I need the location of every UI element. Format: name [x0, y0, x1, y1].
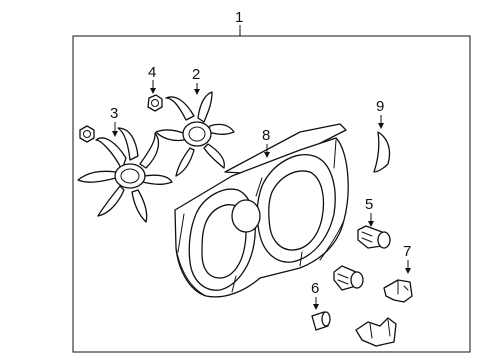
callout-9-label: 9: [376, 98, 384, 115]
seal-part-9: [373, 131, 391, 173]
nut-part-4: [147, 94, 163, 112]
fan-shroud-part-8: [174, 123, 349, 298]
assembly-frame: [72, 35, 471, 353]
callout-3-label: 3: [110, 105, 118, 122]
callout-4-label: 4: [148, 64, 156, 81]
sensor-part-5: [357, 225, 391, 249]
callout-8: 8: [262, 127, 270, 158]
bushing-part-6: [311, 311, 331, 331]
callout-1-label: 1: [235, 9, 243, 26]
fan-blade-part-2: [155, 91, 235, 177]
callout-5-label: 5: [365, 196, 373, 213]
callout-8-label: 8: [262, 127, 270, 144]
callout-4: 4: [148, 64, 156, 94]
callout-6-label: 6: [311, 280, 319, 297]
callout-6: 6: [311, 280, 319, 310]
bracket-part-7a: [383, 279, 413, 303]
sensor-part-5b: [333, 265, 364, 291]
fan-blade-part-3: [77, 127, 173, 223]
callout-3: 3: [110, 105, 118, 137]
callout-9: 9: [376, 98, 384, 129]
callout-7: 7: [403, 243, 411, 274]
nut-part-3a: [79, 125, 95, 143]
bracket-part-7b: [355, 317, 397, 347]
callout-7-label: 7: [403, 243, 411, 260]
callout-1: 1: [235, 9, 243, 36]
callout-2-label: 2: [192, 66, 200, 83]
callout-5: 5: [365, 196, 374, 227]
callout-2: 2: [192, 66, 200, 95]
